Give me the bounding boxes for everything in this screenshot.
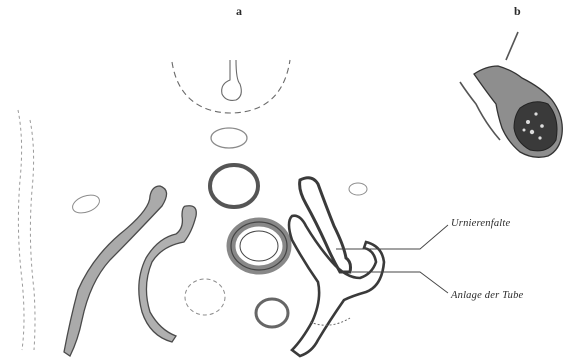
neural-tube [172, 60, 290, 113]
annotation-anlage-der-tube: Anlage der Tube [451, 290, 523, 301]
right-urogenital-fold [289, 178, 384, 356]
gut-tube [231, 222, 287, 270]
annotation-urnierenfalte: Urnierenfalte [451, 218, 510, 229]
panel-b-detail [460, 32, 562, 157]
left-fold [64, 186, 167, 356]
body-wall-outline [18, 110, 35, 350]
annotation-leaders [336, 225, 448, 293]
aorta-ring [210, 165, 258, 207]
notochord [211, 128, 247, 148]
center-left-fold [139, 206, 196, 342]
